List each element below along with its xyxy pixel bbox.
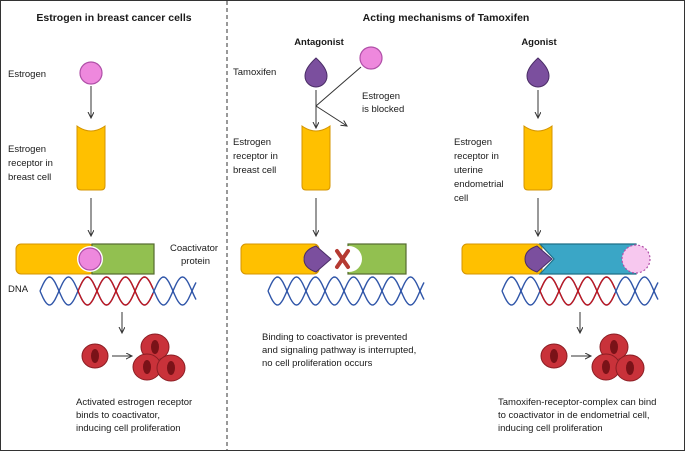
blocked-label: Estrogen is blocked: [362, 91, 404, 115]
dna-strand-b-active: [77, 276, 154, 306]
antagonist-receptor: [301, 125, 331, 191]
coactivator-empty-pocket: [336, 246, 362, 272]
cell-single-agonist: [540, 343, 568, 369]
dna-helix-agonist: [501, 276, 659, 306]
antagonist-result-label: Binding to coactivator is prevented and …: [262, 332, 419, 369]
block-x-icon: [335, 249, 350, 269]
left-panel-title: Estrogen in breast cancer cells: [36, 12, 191, 24]
dna-strand-b-active: [539, 276, 616, 306]
tamoxifen-receptor-complex: [538, 243, 637, 275]
dna-strand-a: [267, 276, 425, 306]
tamoxifen-molecule: [304, 57, 328, 88]
tamoxifen-molecule-agonist: [526, 57, 550, 88]
cell-cluster-agonist: [591, 333, 645, 382]
estrogen-molecule-antagonist: [359, 46, 383, 70]
agonist-title: Agonist: [521, 37, 557, 48]
dna-helix-antagonist: [267, 276, 425, 306]
estrogen-molecule: [79, 61, 103, 85]
estrogen-label: Estrogen: [8, 69, 46, 80]
coactivator-site-estrogen-ghost: [621, 244, 651, 274]
tamoxifen-bound-agonist: [524, 245, 553, 273]
coactivator-label: Coactivator protein: [170, 243, 221, 267]
agonist-receptor: [523, 125, 553, 191]
estrogen-receptor: [76, 125, 106, 191]
estrogen-bound: [78, 247, 102, 271]
dna-helix-left: [39, 276, 197, 306]
antagonist-receptor-label: Estrogen receptor in breast cell: [233, 137, 281, 176]
right-panel-title: Acting mechanisms of Tamoxifen: [363, 12, 530, 24]
dna-strand-b: [267, 276, 425, 306]
antagonist-title: Antagonist: [294, 37, 344, 48]
cell-single: [81, 343, 109, 369]
dna-strand-a-active: [539, 276, 616, 306]
arrow-estrogen-blocked: [315, 105, 347, 126]
agonist-receptor-label: Estrogen receptor in uterine endometrial…: [454, 137, 506, 204]
agonist-result-label: Tamoxifen-receptor-complex can bind to c…: [498, 397, 659, 434]
tamoxifen-label: Tamoxifen: [233, 67, 276, 78]
cell-cluster: [132, 333, 186, 382]
receptor-label: Estrogen receptor in breast cell: [8, 144, 56, 183]
left-result-label: Activated estrogen receptor binds to coa…: [76, 397, 195, 434]
dna-strand-a-active: [77, 276, 154, 306]
estrogen-path: [315, 66, 362, 107]
tamoxifen-bound: [303, 245, 332, 273]
dna-label: DNA: [8, 284, 29, 295]
